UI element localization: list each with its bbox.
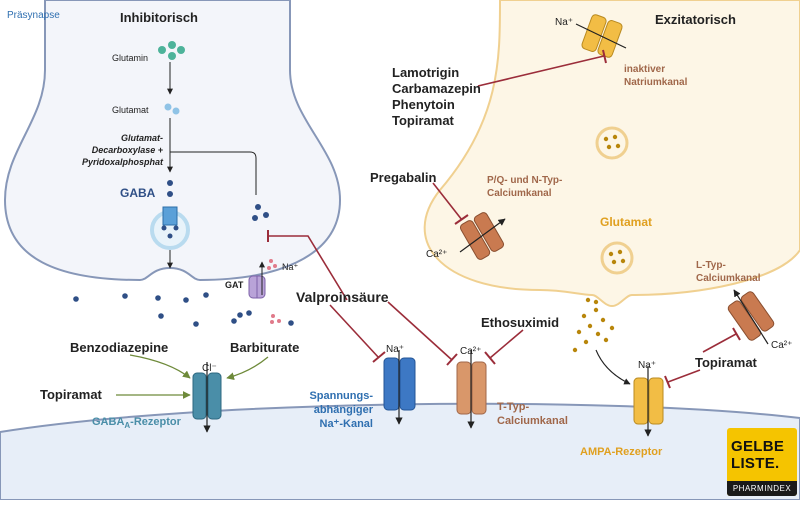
gelbe-liste-logo: GELBE LISTE. PHARMINDEX (727, 428, 797, 496)
barbiturate-label: Barbiturate (230, 340, 299, 355)
pq-label-2: Calciumkanal (487, 188, 552, 199)
excitatory-vesicle-2 (600, 241, 634, 275)
drug-carbamazepin: Carbamazepin (392, 81, 481, 96)
valproat-to-ttype-line (387, 301, 453, 361)
pregabalin-line (432, 182, 463, 221)
logo-line2: LISTE. (731, 455, 780, 472)
na-dots-gat (267, 259, 281, 324)
spannungs-label-3: Na⁺-Kanal (320, 418, 374, 430)
drug-topiramat: Topiramat (392, 113, 455, 128)
topiramat-ampa-line (667, 369, 701, 383)
na-channel-ion-label: Na⁺ (386, 344, 404, 355)
spannungs-label-1: Spannungs- (309, 390, 373, 402)
vesicular-transporter (162, 206, 178, 226)
valproat-to-na-line (329, 304, 380, 359)
pregabalin-label: Pregabalin (370, 170, 437, 185)
logo-line3: PHARMINDEX (727, 481, 797, 496)
inactive-na-line (575, 23, 627, 49)
ethosuximid-label: Ethosuximid (481, 315, 559, 330)
inhibitorisch-label: Inhibitorisch (120, 10, 198, 25)
valproat-to-gat-line (296, 235, 348, 301)
ltype-label-1: L-Typ- (696, 260, 726, 271)
ethosuximid-line (489, 329, 524, 359)
reuptake-loop-line (170, 151, 257, 195)
inaktiv-label-2: Natriumkanal (624, 77, 688, 88)
topiramat-ltype-line (702, 333, 737, 353)
topiramat-right-label: Topiramat (695, 355, 758, 370)
glutamate-binding-arrow (595, 349, 631, 385)
gabaa-receptor (192, 372, 222, 420)
gat-label: GAT (225, 280, 244, 290)
ca-pq-arrow (459, 218, 506, 253)
pq-label-1: P/Q- und N-Typ- (487, 175, 562, 186)
na-blocker-line (477, 55, 605, 87)
ca-ltype-arrow (733, 289, 769, 345)
ttype-label-1: T-Typ- (497, 401, 530, 413)
spannungs-label-2: abhängiger (314, 404, 374, 416)
ttype-label-2: Calciumkanal (497, 415, 568, 427)
released-glutamate (572, 297, 615, 353)
glutamat-left-label: Glutamat (112, 105, 149, 115)
cl-label: Cl⁻ (202, 363, 217, 374)
inaktiv-label-1: inaktiver (624, 64, 665, 75)
barbiturate-arrow (226, 356, 269, 381)
ttype-ca-channel (456, 361, 487, 415)
glutamine-molecule (158, 41, 185, 60)
praesynapse-label: Präsynapse (7, 10, 60, 21)
ca-pq-label: Ca²⁺ (426, 249, 447, 260)
na-ampa-label: Na⁺ (638, 360, 656, 371)
excitatory-vesicle-1 (595, 126, 629, 160)
ampa-label: AMPA-Rezeptor (580, 446, 663, 458)
topiramat-left-label: Topiramat (40, 387, 103, 402)
glutamin-label: Glutamin (112, 53, 148, 63)
glutamate-molecule-left (164, 103, 180, 115)
enzyme-label-2: Decarboxylase + (92, 145, 164, 155)
glutamat-right-label: Glutamat (600, 215, 652, 229)
cleft-gaba (73, 292, 294, 327)
valproinsaeure-label: Valproinsäure (296, 289, 389, 305)
drug-lamotrigin: Lamotrigin (392, 65, 459, 80)
exzitatorisch-label: Exzitatorisch (655, 12, 736, 27)
benzodiazepine-arrow (129, 354, 191, 379)
gaba-label: GABA (120, 186, 156, 200)
ca-ttype-label: Ca²⁺ (460, 346, 481, 357)
voltage-na-channel (383, 357, 416, 411)
drug-phenytoin: Phenytoin (392, 97, 455, 112)
na-top-label: Na⁺ (555, 17, 573, 28)
postsynaptic-membrane (0, 402, 800, 501)
enzyme-label-3: Pyridoxalphosphat (82, 157, 164, 167)
ltype-label-2: Calciumkanal (696, 273, 761, 284)
gaba-reuptake-dots (252, 204, 269, 221)
gat-transporter (248, 275, 266, 299)
ca-ltype-label: Ca²⁺ (771, 340, 792, 351)
logo-line1: GELBE (731, 438, 785, 455)
benzodiazepine-label: Benzodiazepine (70, 340, 168, 355)
enzyme-label-1: Glutamat- (121, 133, 163, 143)
gabaa-receptor-label: GABAA-Rezeptor (92, 416, 182, 430)
gaba-molecules (167, 180, 173, 197)
na-gat-label: Na⁺ (282, 262, 299, 272)
